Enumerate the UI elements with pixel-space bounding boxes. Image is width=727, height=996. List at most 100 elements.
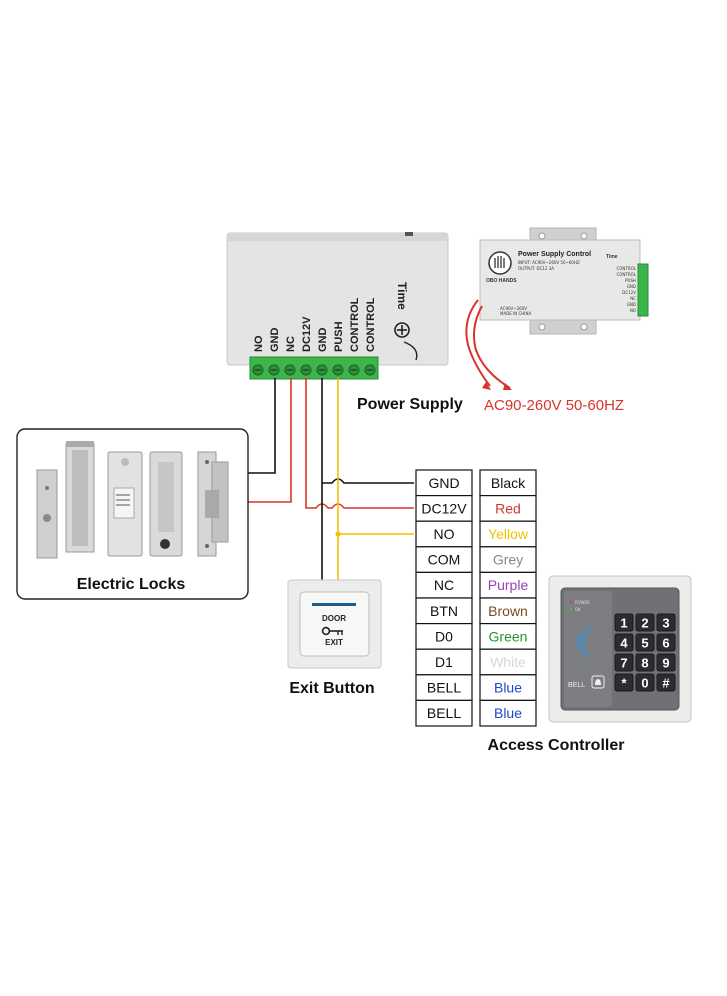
table-row: BELL Blue — [415, 699, 537, 727]
small-terminal-block — [637, 263, 649, 317]
keypad-key[interactable]: 5 — [635, 633, 655, 652]
wire-signal: NO — [434, 526, 455, 542]
table-row: GND Black — [415, 469, 537, 497]
keypad-key-label: 9 — [662, 656, 669, 671]
table-row: DC12V Red — [415, 495, 537, 522]
keypad-key[interactable]: 9 — [656, 653, 676, 672]
wire-color: White — [490, 654, 526, 670]
terminal-screws — [252, 364, 376, 376]
ac-input-wire — [473, 305, 511, 389]
bell-icon — [591, 675, 605, 689]
exit-button-label: Exit Button — [289, 680, 374, 697]
small-terminal-label: NC — [630, 296, 636, 301]
terminal-label: GND — [317, 328, 329, 353]
power-supply-label: Power Supply — [357, 396, 463, 413]
terminal-label: PUSH — [333, 321, 345, 352]
keypad-key-label: 7 — [620, 656, 627, 671]
wire-signal: D0 — [435, 628, 453, 644]
table-row: D0 Green — [415, 622, 537, 650]
wire-color: Red — [495, 500, 521, 516]
small-terminal-label: GND — [627, 302, 636, 307]
wire-gnd-lock — [248, 378, 292, 503]
bolt-lock-icon — [107, 451, 183, 557]
ac-input-wire — [465, 299, 491, 387]
keypad-key[interactable]: 7 — [614, 653, 634, 672]
wiring — [248, 378, 414, 582]
terminal-block — [249, 356, 379, 380]
wire-signal: BELL — [427, 705, 461, 721]
keypad-key[interactable]: 8 — [635, 653, 655, 672]
small-supply-title: Power Supply Control — [518, 251, 591, 258]
keypad-key-label: 6 — [662, 636, 669, 651]
terminal-label: CONTROL — [365, 297, 377, 352]
electric-locks-panel: Electric Locks — [16, 428, 249, 600]
small-terminal-label: GND — [627, 284, 636, 289]
wire-gnd-table — [322, 478, 414, 484]
wire-color: Yellow — [488, 526, 529, 542]
wire-dc12v — [305, 378, 414, 509]
small-terminal-label: NO — [630, 308, 636, 313]
wire-signal: BELL — [427, 680, 461, 696]
rfid-icon — [576, 625, 591, 659]
wire-signal: BTN — [430, 603, 458, 619]
magnetic-lock-icon — [36, 441, 95, 559]
exit-button-line1: DOOR — [322, 614, 346, 623]
wire-color: Green — [489, 628, 528, 644]
keypad-key[interactable]: 3 — [656, 613, 676, 632]
keypad-key[interactable]: 0 — [635, 673, 655, 692]
wire-color: Brown — [488, 603, 528, 619]
small-supply-output: OUTPUT: DC12 3A — [518, 266, 554, 271]
keypad-key-label: 3 — [662, 616, 669, 631]
small-supply-maker: OBO HANDS — [486, 278, 517, 284]
wire-signal: COM — [428, 552, 461, 568]
status-ok: OK — [575, 607, 581, 612]
keypad-key-label: 5 — [641, 636, 648, 651]
small-supply-input: INPUT: AC90V~260V 50~60HZ — [518, 260, 580, 265]
small-terminal-label: CONTROL — [616, 266, 636, 271]
wire-signal: DC12V — [421, 500, 467, 516]
terminal-label: CONTROL — [349, 297, 361, 352]
terminal-label: DC12V — [301, 316, 313, 352]
keypad-key[interactable]: 1 — [614, 613, 634, 632]
keypad-key-label: * — [621, 676, 627, 691]
wire-color: Blue — [494, 705, 522, 721]
ac-input-label: AC90-260V 50-60HZ — [484, 397, 624, 414]
bell-label: BELL — [568, 682, 585, 689]
hand-logo-icon — [488, 251, 512, 275]
table-row: BELL Blue — [415, 674, 537, 701]
small-terminal-label: PUSH — [625, 278, 636, 283]
electric-locks-label: Electric Locks — [77, 576, 186, 593]
keypad-key[interactable]: * — [614, 673, 634, 692]
wire-color: Black — [491, 475, 526, 491]
access-controller-label: Access Controller — [488, 737, 625, 754]
keypad-key-label: 0 — [641, 676, 648, 691]
wire-color: Grey — [493, 552, 523, 568]
wire-color: Purple — [488, 577, 529, 593]
small-terminal-label: DC12V — [622, 290, 636, 295]
terminal-label: NO — [253, 335, 265, 352]
keypad-key[interactable]: 4 — [614, 633, 634, 652]
table-row: NO Yellow — [415, 520, 537, 548]
status-power: POWER — [575, 600, 590, 605]
wire-signal: GND — [428, 475, 459, 491]
brand-logo-icon — [394, 322, 418, 361]
keypad-key-label: 1 — [620, 616, 627, 631]
keypad-key[interactable]: 6 — [656, 633, 676, 652]
terminal-label: NC — [285, 336, 297, 352]
wire-color: Blue — [494, 680, 522, 696]
keypad-key-label: # — [662, 676, 670, 691]
keypad-key[interactable]: 2 — [635, 613, 655, 632]
keypad-key[interactable]: # — [656, 673, 676, 692]
small-supply-footer1: AC90V~260V — [500, 306, 527, 311]
strike-lock-icon — [197, 451, 229, 557]
exit-button-line2: EXIT — [325, 638, 343, 647]
